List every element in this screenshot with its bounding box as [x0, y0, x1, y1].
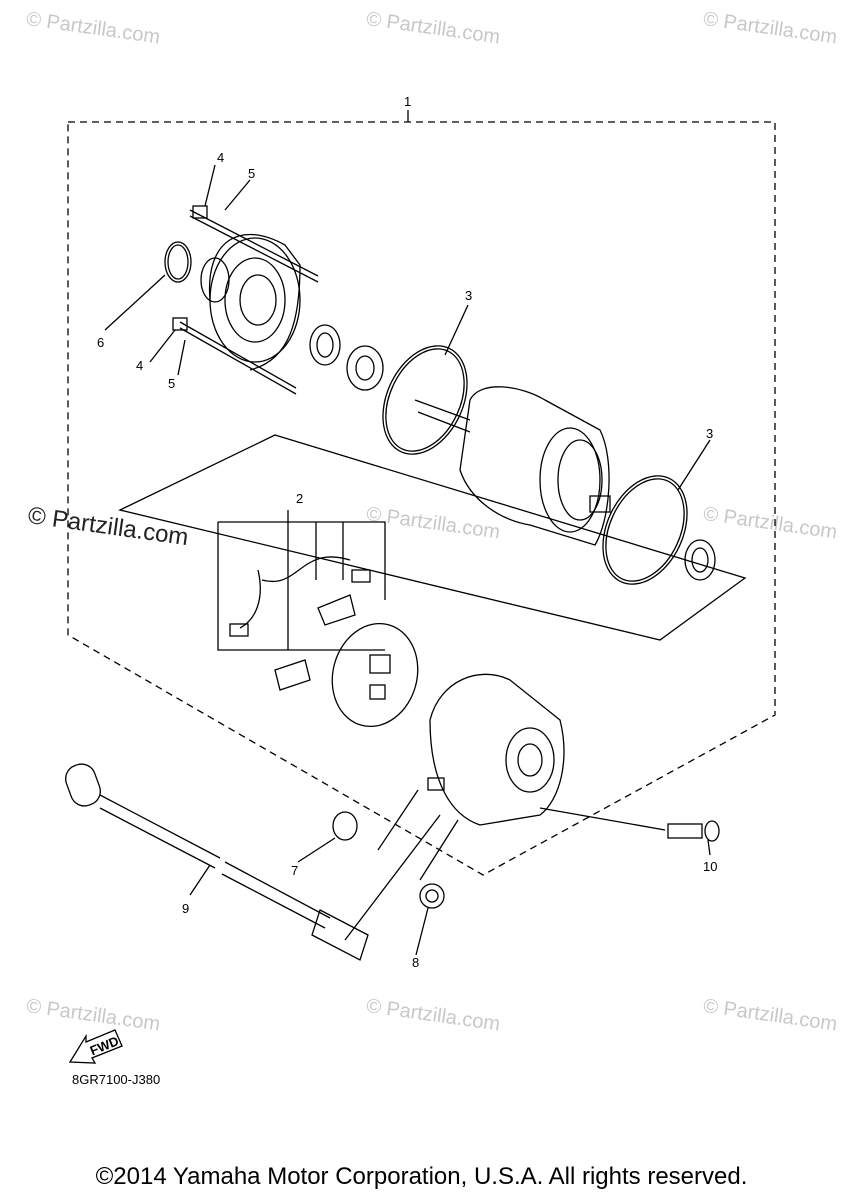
- long-bolt: [179, 321, 297, 389]
- callout: 4: [217, 150, 224, 165]
- o-ring: [164, 241, 192, 283]
- group-plane: [118, 434, 747, 641]
- brush-lead: [239, 569, 261, 629]
- callout: 4: [136, 358, 143, 373]
- diagram-code: 8GR7100-J380: [72, 1072, 161, 1087]
- front-cover: [200, 233, 301, 371]
- bolt-head: [192, 205, 208, 219]
- copyright-notice: ©2014 Yamaha Motor Corporation, U.S.A. A…: [95, 1163, 748, 1190]
- o-ring-large: [602, 475, 688, 585]
- callout: 5: [168, 376, 175, 391]
- callout: 3: [706, 426, 713, 441]
- callout: 10: [703, 859, 717, 874]
- callout: 9: [182, 901, 189, 916]
- rear-bearing: [684, 539, 716, 581]
- callout: 1: [404, 94, 411, 109]
- callout: 8: [412, 955, 419, 970]
- brush-plate: [331, 622, 419, 728]
- starter-cable: [65, 763, 369, 961]
- fwd-label: FWD: [88, 1033, 121, 1058]
- bearing: [309, 324, 341, 366]
- brush-bracket: [217, 521, 386, 651]
- callout: 2: [296, 491, 303, 506]
- rear-cover: [427, 673, 565, 826]
- brush-holder: [274, 659, 311, 691]
- starter-yoke: [414, 386, 611, 546]
- terminal-nut: [332, 811, 358, 841]
- terminal-nut: [419, 883, 445, 909]
- callout: 5: [248, 166, 255, 181]
- bolt-head: [172, 317, 188, 331]
- brush-holder: [317, 594, 356, 626]
- long-bolt: [189, 209, 319, 277]
- o-ring-large: [382, 345, 468, 455]
- callout: 3: [465, 288, 472, 303]
- fwd-arrow-icon: [68, 1029, 123, 1064]
- callout: 6: [97, 335, 104, 350]
- callout: 7: [291, 863, 298, 878]
- assembly-outline: [67, 121, 776, 876]
- oil-seal: [346, 345, 384, 391]
- mount-bolt: [539, 807, 666, 831]
